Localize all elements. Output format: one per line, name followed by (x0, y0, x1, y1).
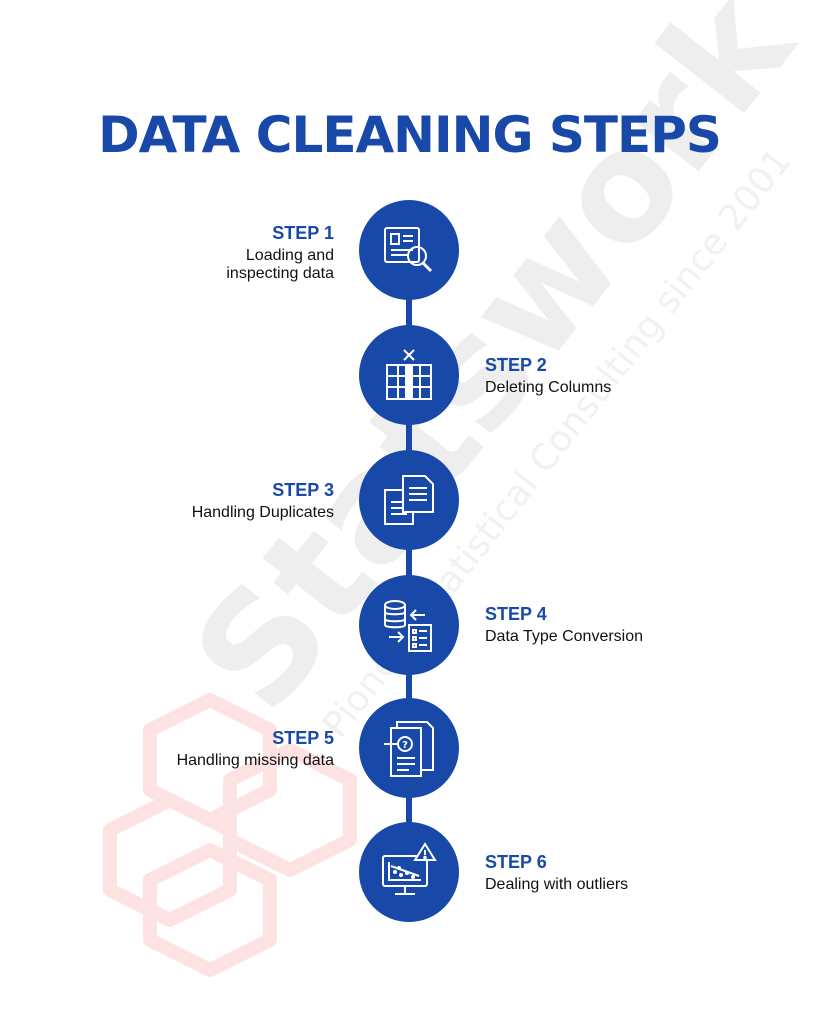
data-conversion-icon (384, 600, 432, 652)
step-5-description: Handling missing data (176, 752, 334, 769)
step-6-circle (359, 822, 459, 922)
step-2-label: STEP 2 (485, 355, 547, 375)
delete-column-icon (386, 349, 432, 400)
step-2-description: Deleting Columns (485, 379, 612, 396)
step-3-description: Handling Duplicates (191, 504, 334, 521)
step-2-text: STEP 2 Deleting Columns (485, 354, 725, 397)
page-title: DATA CLEANING STEPS (98, 106, 722, 164)
step-1-description: Loading and inspecting data (226, 247, 334, 282)
step-4-text: STEP 4 Data Type Conversion (485, 603, 725, 646)
data-inspect-icon (384, 227, 433, 273)
timeline-connector (406, 255, 412, 865)
missing-data-icon: ? (384, 721, 434, 777)
step-1-label: STEP 1 (272, 223, 334, 243)
step-1-text: STEP 1 Loading and inspecting data (94, 222, 334, 283)
step-5-text: STEP 5 Handling missing data (94, 727, 334, 770)
step-3-circle (359, 450, 459, 550)
step-4-label: STEP 4 (485, 604, 547, 624)
step-3-label: STEP 3 (272, 480, 334, 500)
step-5-label: STEP 5 (272, 728, 334, 748)
step-5-circle: ? (359, 698, 459, 798)
step-6-label: STEP 6 (485, 852, 547, 872)
duplicate-documents-icon (384, 475, 434, 525)
step-4-circle (359, 575, 459, 675)
step-4-description: Data Type Conversion (485, 628, 644, 645)
step-2-circle (359, 325, 459, 425)
outlier-chart-icon (382, 842, 437, 895)
svg-text:?: ? (402, 740, 408, 751)
step-6-description: Dealing with outliers (485, 876, 629, 893)
step-1-circle (359, 200, 459, 300)
step-3-text: STEP 3 Handling Duplicates (94, 479, 334, 522)
step-6-text: STEP 6 Dealing with outliers (485, 851, 725, 894)
